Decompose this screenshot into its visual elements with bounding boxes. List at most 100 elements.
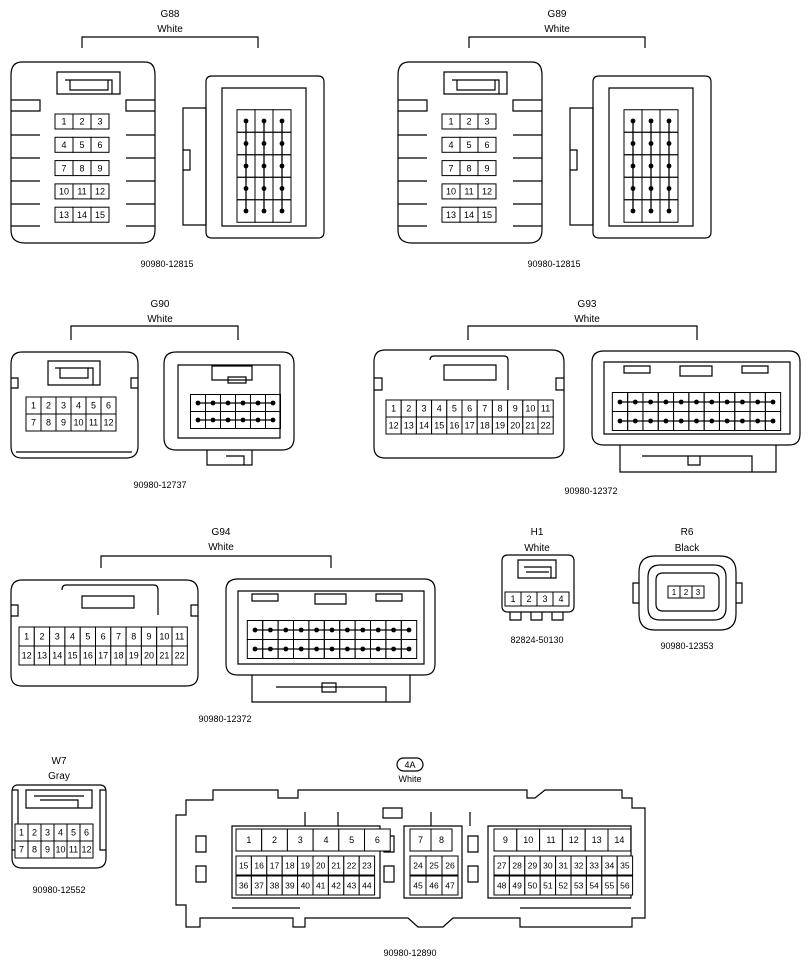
pin-cell: 9 [477,160,497,177]
pin-cell: 1 [667,585,681,599]
terminal-dot [678,399,684,405]
g94-rear-lock [251,593,411,703]
pin-cell: 19 [125,645,142,666]
terminal-dot [210,417,216,423]
pin-number: 5 [452,404,457,414]
pin-number: 9 [147,632,152,642]
pin-number: 10 [159,632,169,642]
pin-cell: 3 [286,828,314,852]
g94-front-housing [10,579,199,687]
pin-cell: 8 [430,828,453,852]
pin-cell: 33 [585,855,603,876]
pin-cell: 3 [90,113,110,130]
pin-cell: 6 [364,828,391,852]
pin-number: 2 [32,828,37,838]
terminal-dot [210,400,216,406]
terminal-dot [270,400,276,406]
terminal-dot [261,118,267,124]
pin-number: 51 [543,881,553,891]
g88-bracket [81,36,259,48]
pin-cell: 24 [409,855,427,876]
pin-cell: 7 [409,828,432,852]
pin-number: 12 [482,187,492,197]
terminal-dot [268,627,273,633]
g89-bracket [468,36,646,48]
h1-color: White [524,543,550,554]
terminal-dot [243,208,249,214]
terminal-dot [314,646,319,652]
pin-number: 25 [429,861,439,871]
pin-cell: 10 [516,828,541,852]
pin-number: 10 [446,187,456,197]
g89-code: G89 [548,9,567,20]
pin-cell: 52 [555,875,572,896]
g90-color: White [147,314,173,325]
g88-front-housing [10,61,156,244]
g89-ribs [398,99,542,227]
pin-number: 3 [484,117,489,127]
pin-number: 11 [69,845,78,855]
pin-number: 4 [70,632,75,642]
terminal-dot [709,399,715,405]
g90-rear-housing [163,351,295,451]
terminal-dot [724,418,730,424]
terminal-dot [740,399,745,405]
terminal-dot [240,400,246,406]
pin-cell: 15 [477,206,497,223]
g89-rear-housing [592,75,712,239]
pin-number: 1 [24,632,29,642]
pin-cell: 4 [431,399,448,418]
pin-number: 17 [270,861,280,871]
g89-rear-lock [569,107,594,226]
pin-cell: 19 [491,416,509,435]
pin-cell: 13 [33,645,51,666]
pin-cell: 4 [312,828,340,852]
4a-inner-walls [231,807,632,909]
pin-number: 14 [52,651,62,661]
pin-cell: 12 [79,840,94,859]
g94-bracket [100,555,332,568]
terminal-dot [648,418,653,424]
terminal-dot [666,118,672,124]
pin-cell: 6 [461,399,478,418]
pin-number: 8 [131,632,136,642]
g93-bracket [467,325,698,340]
g94-rear-grid [246,620,418,659]
terminal-dot [279,118,285,124]
pin-cell: 4 [64,626,81,647]
pin-number: 48 [497,881,507,891]
pin-number: 3 [542,594,547,604]
terminal-dot [375,646,381,652]
pin-number: 13 [404,421,414,431]
pin-number: 9 [97,163,102,173]
terminal-dot [279,208,285,214]
terminal-dot [255,400,261,406]
pin-cell: 7 [54,160,74,177]
h1-code: H1 [531,527,544,538]
pin-cell: 56 [616,875,634,896]
pin-number: 5 [85,632,90,642]
pin-number: 26 [445,861,455,871]
pin-cell: 3 [415,399,433,418]
pin-cell: 11 [85,413,102,432]
pin-number: 13 [59,210,69,220]
pin-number: 6 [97,140,102,150]
pin-cell: 5 [85,396,102,415]
pin-number: 17 [465,421,475,431]
pin-cell: 4 [441,136,461,153]
terminal-dot [648,141,654,146]
pin-cell: 1 [54,113,74,130]
pin-number: 2 [684,588,689,597]
pin-cell: 54 [585,875,603,896]
pin-number: 6 [467,404,472,414]
pin-cell: 4 [552,591,570,607]
pin-cell: 6 [90,136,110,153]
pin-cell: 16 [250,855,268,876]
